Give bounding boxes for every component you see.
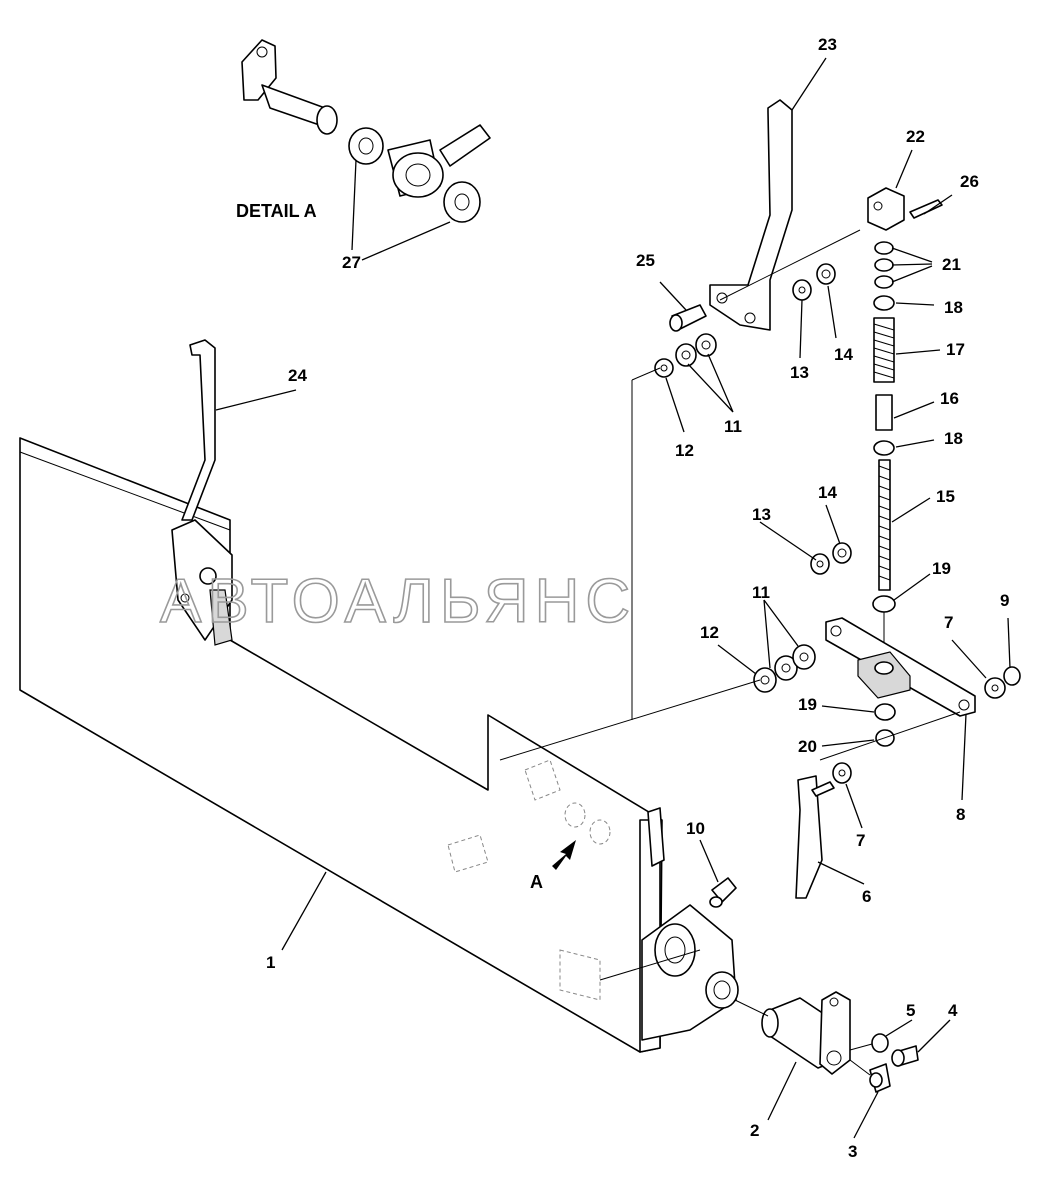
callout-13-top: 13 (790, 363, 809, 382)
callout-17: 17 (946, 340, 965, 359)
callout-1: 1 (266, 953, 275, 972)
callout-20: 20 (798, 737, 817, 756)
view-arrow-label: A (530, 872, 543, 892)
callout-21: 21 (942, 255, 961, 274)
threaded-rod-part-15 (878, 459, 891, 591)
upper-washers (654, 263, 836, 378)
callout-6: 6 (862, 887, 871, 906)
detail-a-label: DETAIL A (236, 201, 317, 221)
pivot-pin-part-2 (761, 991, 919, 1093)
callout-22: 22 (906, 127, 925, 146)
callout-27: 27 (342, 253, 361, 272)
fitting-part-10 (709, 877, 737, 908)
callout-11-bottom: 11 (752, 583, 770, 602)
watermark: АВТОАЛЬЯНС (160, 567, 636, 636)
callout-13-bottom: 13 (752, 505, 771, 524)
callout-23: 23 (818, 35, 837, 54)
callout-12-bottom: 12 (700, 623, 719, 642)
callout-14-top: 14 (834, 345, 853, 364)
panel-part-1 (19, 437, 739, 1053)
callouts: 23 22 26 27 25 21 18 17 14 13 24 16 11 1… (266, 35, 1009, 1161)
leader-lines (215, 57, 1011, 1139)
callout-19-bottom: 19 (798, 695, 817, 714)
bracket-part-8 (825, 617, 976, 717)
pin-part-25 (669, 304, 707, 332)
callout-10: 10 (686, 819, 705, 838)
callout-19-top: 19 (932, 559, 951, 578)
callout-9: 9 (1000, 591, 1009, 610)
spring-part-17 (873, 317, 895, 383)
callout-12-top: 12 (675, 441, 694, 460)
handle-part-6 (795, 775, 835, 899)
callout-11-top: 11 (724, 417, 742, 436)
lever-part-23 (709, 99, 793, 331)
detail-a-illustration (241, 39, 491, 223)
callout-5: 5 (906, 1001, 915, 1020)
callout-7-right: 7 (944, 613, 953, 632)
callout-18-top: 18 (944, 298, 963, 317)
callout-4: 4 (948, 1001, 958, 1020)
callout-25: 25 (636, 251, 655, 270)
callout-14-bottom: 14 (818, 483, 837, 502)
callout-16: 16 (940, 389, 959, 408)
callout-24: 24 (288, 366, 307, 385)
callout-7-lower: 7 (856, 831, 865, 850)
view-arrow-a (552, 840, 576, 870)
assembly-lines (499, 229, 961, 1076)
callout-2: 2 (750, 1121, 759, 1140)
callout-8: 8 (956, 805, 965, 824)
lower-washers (753, 542, 1021, 784)
callout-18-bottom: 18 (944, 429, 963, 448)
lever-part-24 (171, 339, 233, 646)
callout-15: 15 (936, 487, 955, 506)
callout-26: 26 (960, 172, 979, 191)
callout-3: 3 (848, 1142, 857, 1161)
